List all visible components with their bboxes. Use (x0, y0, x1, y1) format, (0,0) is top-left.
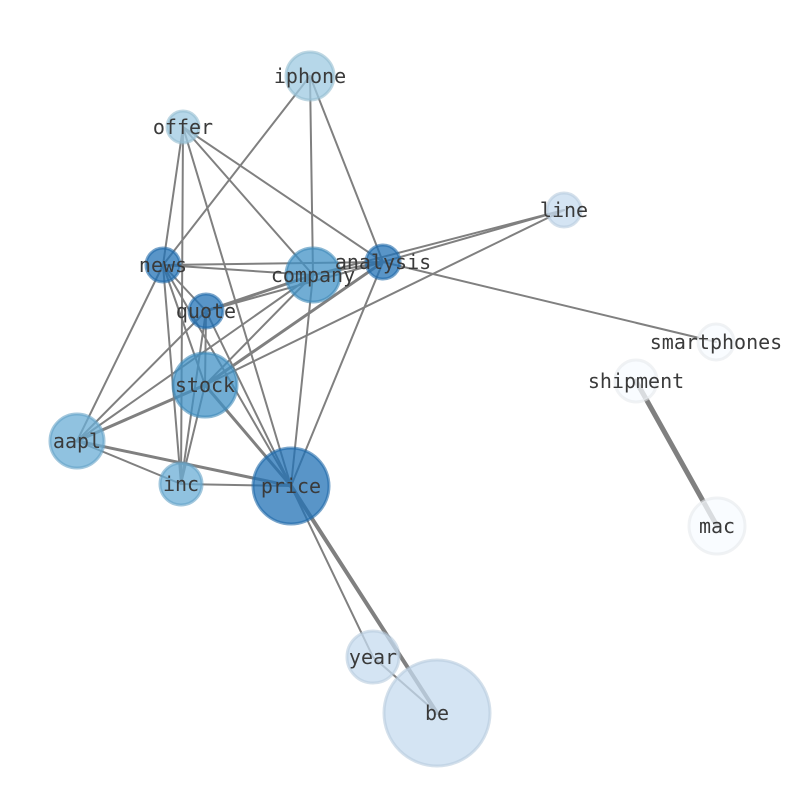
node-label-stock: stock (175, 373, 235, 397)
edge-line-stock (204, 209, 565, 386)
node-price: price (251, 446, 331, 526)
node-circle-analysis (364, 243, 402, 281)
node-label-offer: offer (153, 115, 213, 139)
node-circle-stock (171, 351, 239, 419)
edge-offer-price (182, 126, 292, 487)
node-quote: quote (176, 292, 236, 330)
node-be: be (382, 658, 492, 768)
edge-analysis-price (290, 261, 384, 487)
node-circle-aapl (48, 412, 106, 470)
node-circle-year (345, 629, 401, 685)
edge-news-analysis (162, 261, 384, 266)
node-iphone: iphone (274, 50, 346, 102)
node-news: news (139, 246, 187, 284)
node-circle-quote (187, 292, 225, 330)
edge-iphone-analysis (309, 75, 384, 263)
node-stock: stock (171, 351, 239, 419)
node-label-news: news (139, 253, 187, 277)
edge-analysis-stock (203, 260, 385, 387)
edge-quote-aapl (76, 310, 207, 442)
node-circle-be (382, 658, 492, 768)
node-circle-smartphones (696, 322, 736, 362)
node-smartphones: smartphones (650, 322, 782, 362)
node-label-price: price (261, 474, 321, 498)
node-circle-inc (158, 461, 204, 507)
edge-offer-inc (180, 126, 184, 485)
node-year: year (345, 629, 401, 685)
node-mac: mac (687, 496, 747, 556)
edge-offer-company (182, 126, 314, 276)
node-label-mac: mac (699, 514, 735, 538)
edge-iphone-company (309, 75, 314, 276)
node-label-line: line (540, 198, 588, 222)
node-label-analysis: analysis (335, 250, 431, 274)
node-label-company: company (271, 263, 355, 287)
edge-news-aapl (76, 264, 164, 442)
node-line: line (540, 191, 588, 229)
node-label-year: year (349, 645, 397, 669)
node-label-aapl: aapl (53, 429, 101, 453)
node-circle-news (144, 246, 182, 284)
node-circle-company (284, 246, 342, 304)
node-circle-iphone (284, 50, 336, 102)
edge-offer-news (162, 126, 184, 266)
node-circle-shipment (613, 358, 659, 404)
node-label-inc: inc (163, 472, 199, 496)
edge-iphone-news (162, 75, 311, 266)
edge-analysis-smartphones (382, 261, 717, 343)
node-shipment: shipment (588, 358, 684, 404)
node-label-quote: quote (176, 299, 236, 323)
node-offer: offer (153, 109, 213, 145)
node-company: company (271, 246, 355, 304)
node-analysis: analysis (335, 243, 431, 281)
node-inc: inc (158, 461, 204, 507)
node-label-be: be (425, 701, 449, 725)
node-circle-mac (687, 496, 747, 556)
edge-offer-analysis (182, 126, 384, 263)
edge-line-company (312, 209, 565, 276)
node-circle-price (251, 446, 331, 526)
node-circle-line (545, 191, 583, 229)
node-circle-offer (165, 109, 201, 145)
node-aapl: aapl (48, 412, 106, 470)
node-label-smartphones: smartphones (650, 330, 782, 354)
node-label-iphone: iphone (274, 64, 346, 88)
node-label-shipment: shipment (588, 369, 684, 393)
